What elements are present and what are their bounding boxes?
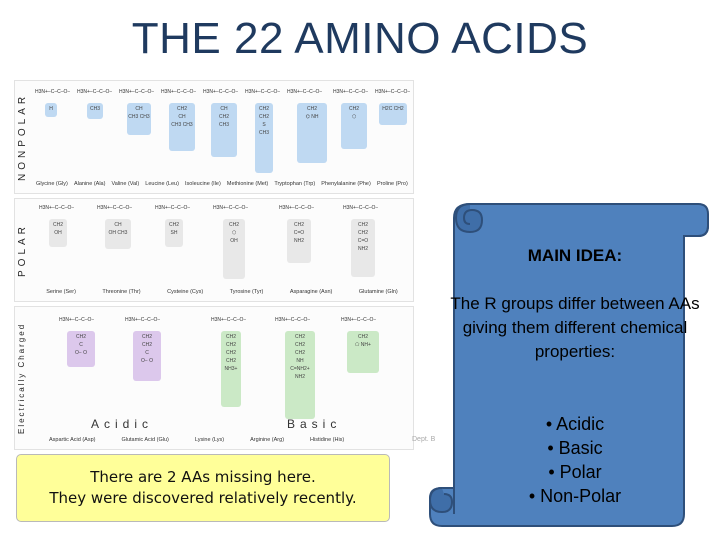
r-group-alanine: CH3 (87, 103, 103, 119)
property-list: • Acidic • Basic • Polar • Non-Polar (450, 412, 700, 508)
amino-acid-name: Serine (Ser) (46, 289, 76, 295)
nonpolar-panel: NONPOLAR H3N+–C–C–O− H H3N+–C–C–O− CH3 H… (14, 80, 414, 194)
r-group-serine: CH2 OH (49, 219, 67, 247)
r-group-lysine: CH2 CH2 CH2 CH2 NH3+ (221, 331, 241, 407)
amino-acid-name: Proline (Pro) (376, 181, 408, 187)
amino-acid-name: Tyrosine (Tyr) (229, 289, 264, 295)
main-idea-scroll: MAIN IDEA: The R groups differ between A… (412, 196, 712, 532)
amino-acid-name: Leucine (Leu) (145, 181, 179, 187)
property-item: • Acidic (545, 414, 605, 434)
r-group-asparagine: CH2 C=O NH2 (287, 219, 311, 263)
amino-acid-name: Asparagine (Asn) (289, 289, 333, 295)
charged-label: Electrically Charged (17, 322, 26, 434)
charged-names: Aspartic Acid (Asp) Glutamic Acid (Glu) … (33, 437, 411, 443)
amino-acid-name: Aspartic Acid (Asp) (49, 437, 96, 443)
slide-title: THE 22 AMINO ACIDS (131, 14, 589, 63)
amino-acid-name: Glutamine (Gln) (358, 289, 398, 295)
amino-acid-name: Valine (Val) (111, 181, 140, 187)
property-item: • Polar (548, 462, 602, 482)
acidic-label: Acidic (91, 417, 154, 431)
note-line-2: They were discovered relatively recently… (49, 489, 357, 507)
amino-acid-name: Isoleucine (Ile) (185, 181, 221, 187)
r-group-proline: H2C CH2 (379, 103, 407, 125)
r-group-methionine: CH2 CH2 S CH3 (255, 103, 273, 173)
main-idea-text: The R groups differ between AAs giving t… (450, 294, 700, 361)
missing-aa-note: There are 2 AAs missing here. They were … (16, 454, 390, 522)
amino-acid-name: Glutamic Acid (Glu) (121, 437, 169, 443)
amino-acid-name: Methionine (Met) (226, 181, 269, 187)
r-group-leucine: CH2 CH CH3 CH3 (169, 103, 195, 151)
nonpolar-label: NONPOLAR (17, 92, 28, 182)
polar-panel: POLAR H3N+–C–C–O− CH2 OH H3N+–C–C–O− CH … (14, 198, 414, 302)
r-group-cysteine: CH2 SH (165, 219, 183, 247)
amino-acid-chart: NONPOLAR H3N+–C–C–O− H H3N+–C–C–O− CH3 H… (14, 80, 414, 450)
scroll-shape (428, 203, 709, 527)
r-group-tyrosine: CH2 ⬡ OH (223, 219, 245, 279)
amino-acid-name: Tryptophan (Trp) (274, 181, 316, 187)
r-group-aspartic-acid: CH2 C O− O (67, 331, 95, 367)
amino-acid-name: Lysine (Lys) (194, 437, 225, 443)
r-group-glutamine: CH2 CH2 C=O NH2 (351, 219, 375, 277)
amino-acid-name: Arginine (Arg) (250, 437, 285, 443)
amino-acid-name: Glycine (Gly) (36, 181, 68, 187)
main-idea-heading: MAIN IDEA: (527, 246, 623, 265)
r-group-glutamic-acid: CH2 CH2 C O− O (133, 331, 161, 381)
r-group-histidine: CH2 ⬠ NH+ (347, 331, 379, 373)
r-group-phenylalanine: CH2 ⬡ (341, 103, 367, 149)
amino-acid-name: Histidine (His) (310, 437, 345, 443)
r-group-valine: CH CH3 CH3 (127, 103, 151, 135)
r-group-tryptophan: CH2 ⌬ NH (297, 103, 327, 163)
note-line-1: There are 2 AAs missing here. (90, 468, 316, 486)
amino-acid-name: Cysteine (Cys) (167, 289, 204, 295)
r-group-threonine: CH OH CH3 (105, 219, 131, 249)
image-credit: Dept. B (412, 436, 436, 443)
polar-label: POLAR (17, 223, 28, 277)
nonpolar-names: Glycine (Gly) Alanine (Ala) Valine (Val)… (33, 181, 411, 187)
amino-acid-name: Threonine (Thr) (102, 289, 141, 295)
basic-label: Basic (287, 417, 342, 431)
r-group-arginine: CH2 CH2 CH2 NH C=NH2+ NH2 (285, 331, 315, 419)
amino-acid-name: Alanine (Ala) (73, 181, 106, 187)
property-item: • Basic (547, 438, 603, 458)
property-item: • Non-Polar (528, 486, 622, 506)
charged-panel: Electrically Charged H3N+–C–C–O− CH2 C O… (14, 306, 414, 450)
amino-acid-name: Phenylalanine (Phe) (321, 181, 371, 187)
r-group-isoleucine: CH CH2 CH3 (211, 103, 237, 157)
polar-names: Serine (Ser) Threonine (Thr) Cysteine (C… (33, 289, 411, 295)
r-group-glycine: H (45, 103, 57, 117)
